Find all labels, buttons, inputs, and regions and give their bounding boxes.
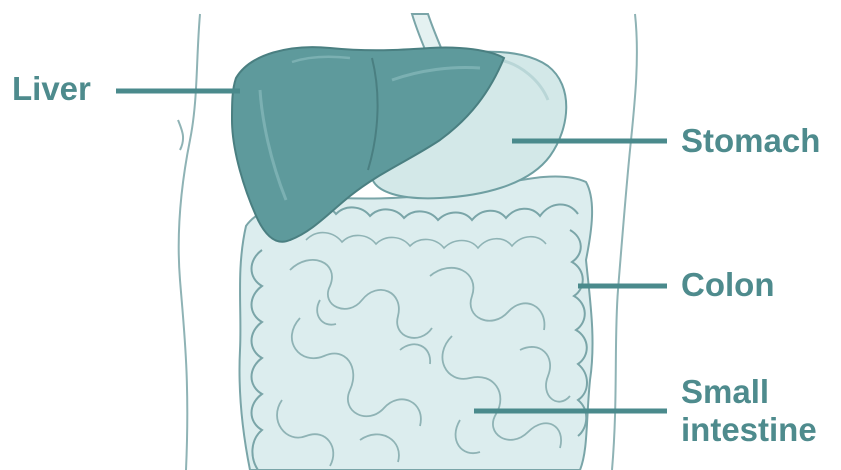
small-intestine-label-line1: Small	[681, 373, 817, 411]
small-intestine-label: Small intestine	[681, 373, 817, 449]
small-intestine-label-line2: intestine	[681, 411, 817, 449]
colon-label: Colon	[681, 267, 774, 303]
stomach-label: Stomach	[681, 123, 820, 159]
liver-label: Liver	[12, 71, 91, 107]
